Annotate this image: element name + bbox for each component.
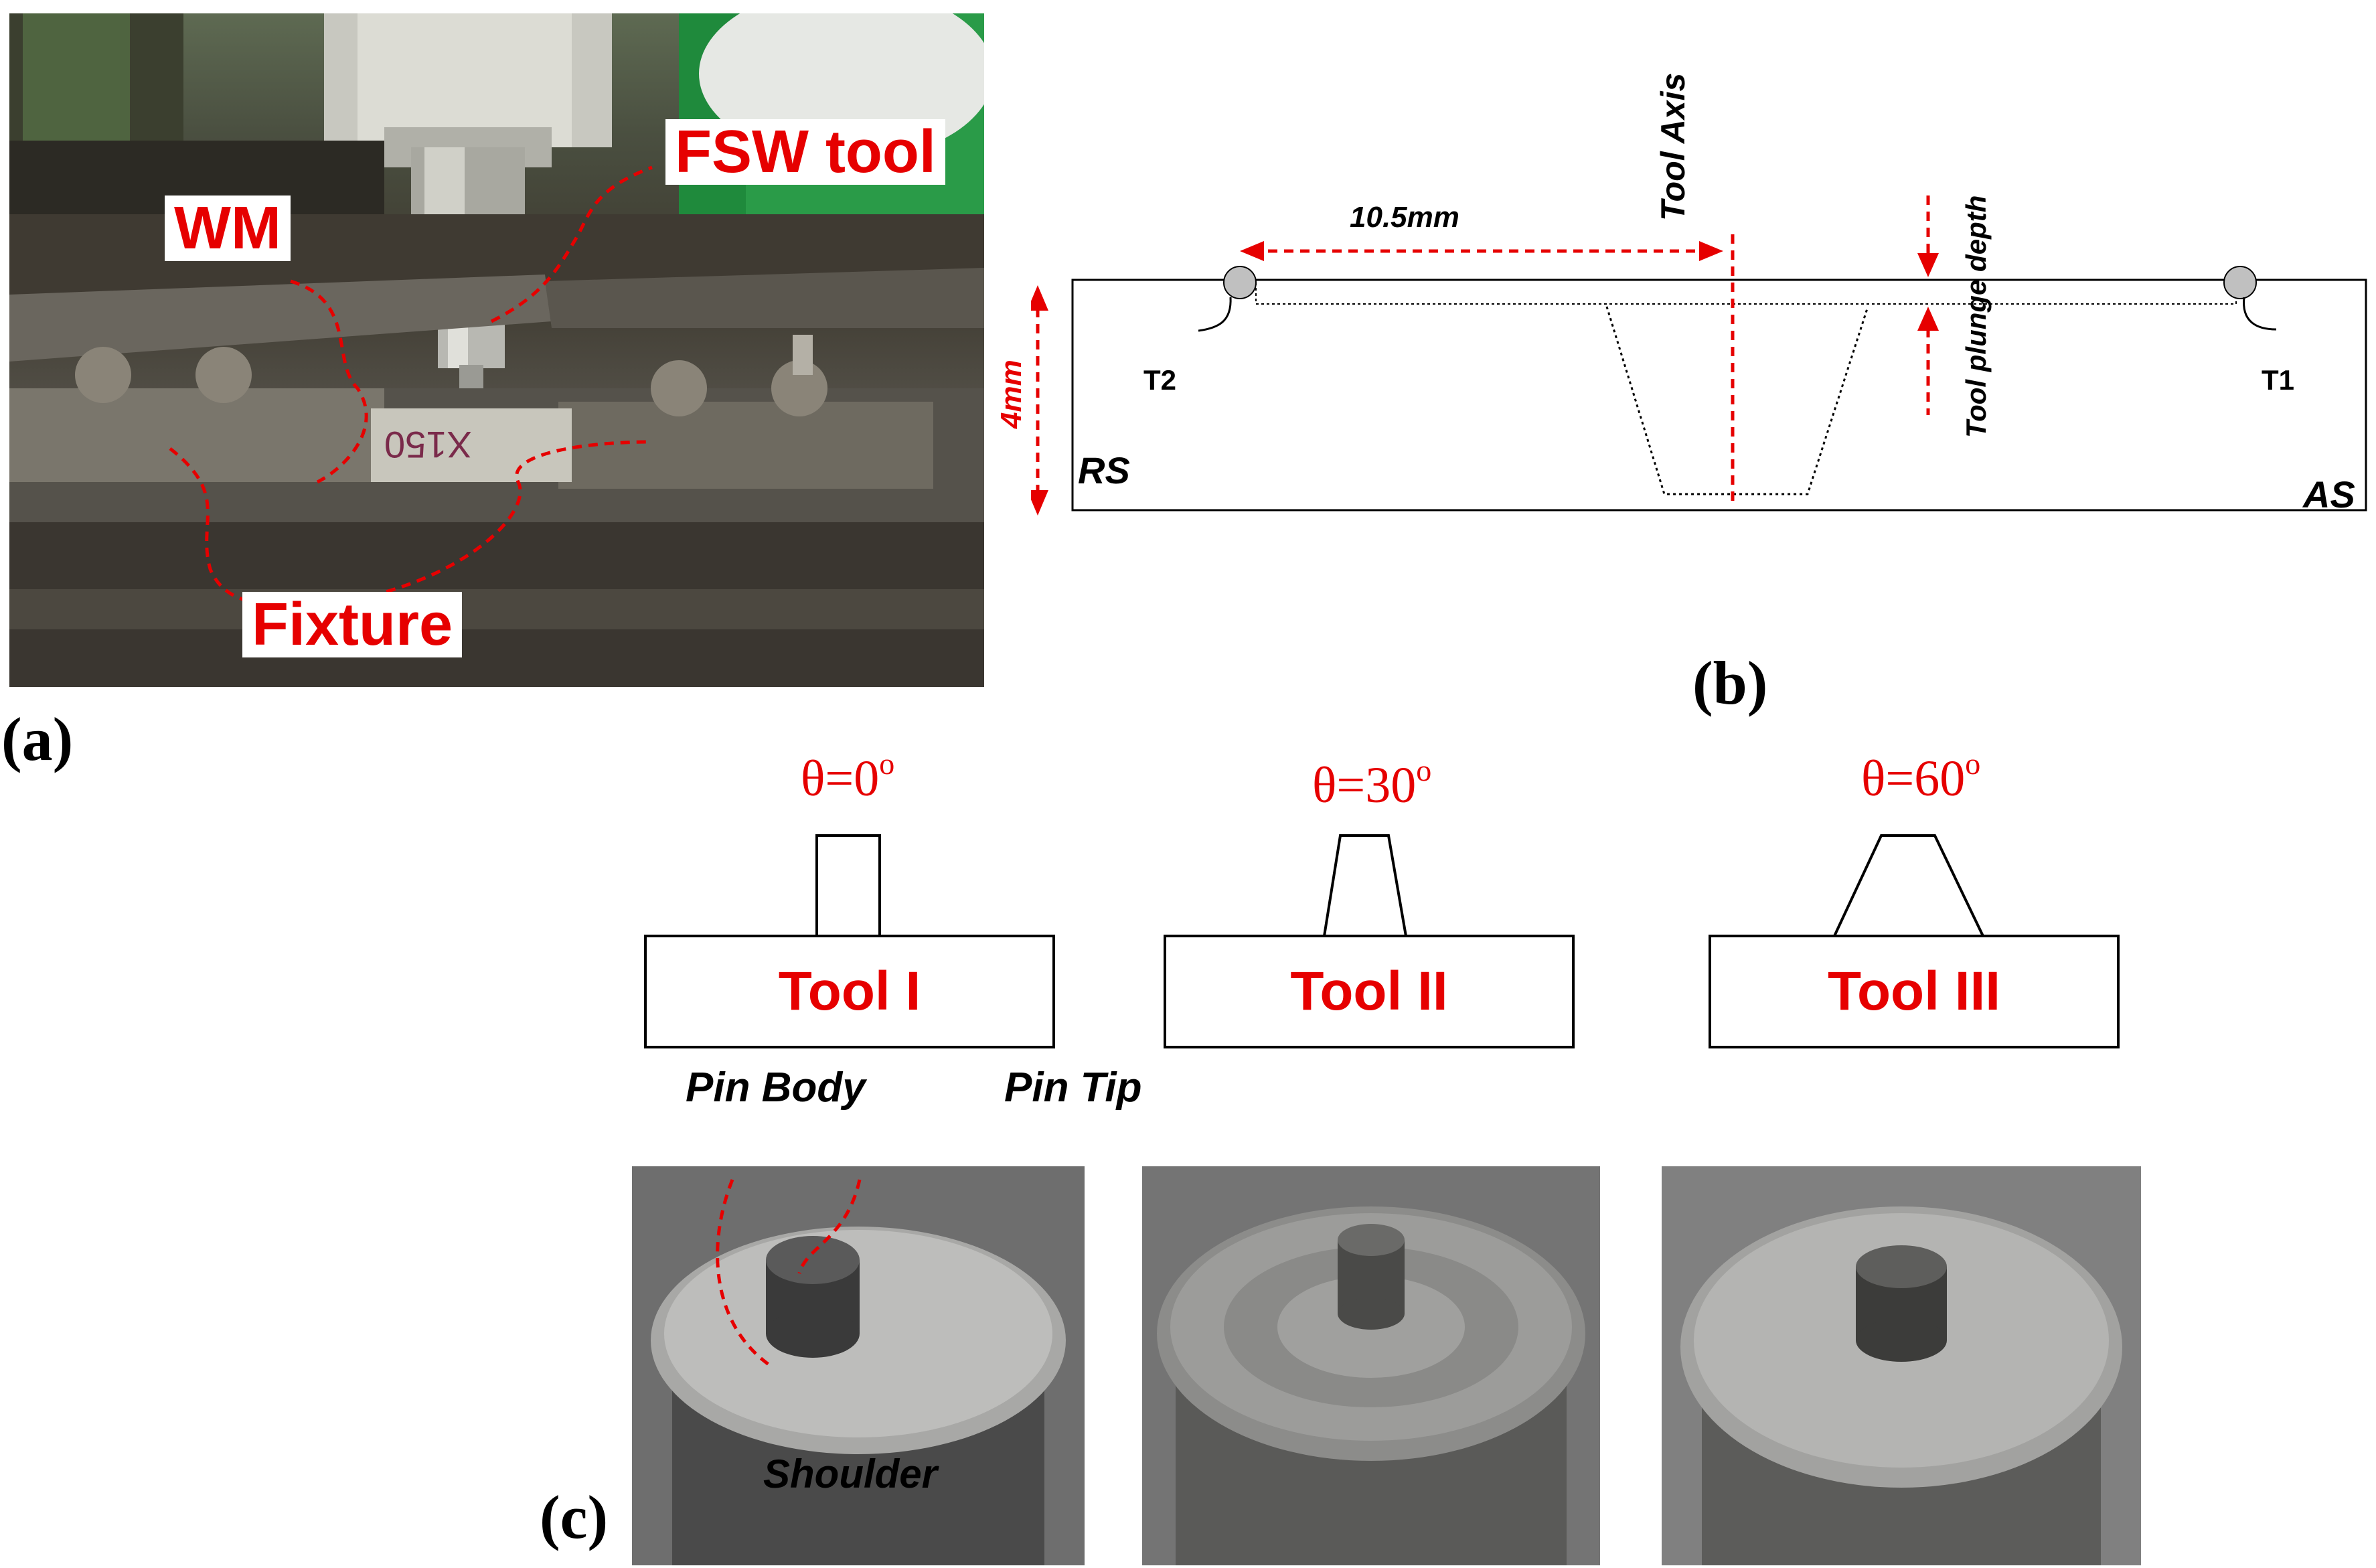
- tool-3-photo: [1662, 1166, 2141, 1565]
- distance-label: 10.5mm: [1350, 201, 1459, 234]
- tool-axis-label: Tool Axis: [1654, 72, 1692, 221]
- tool-3-name: Tool III: [1827, 961, 2001, 1022]
- tool-2-shoulder: [1164, 935, 1575, 1048]
- plunge-zone-outline: [1255, 279, 2237, 305]
- cross-section-diagram: [1031, 195, 2367, 516]
- panel-b-letter: (b): [1692, 649, 1768, 717]
- tool-1-pin: [815, 834, 881, 936]
- fsw-tool-label: FSW tool: [665, 119, 945, 185]
- rs-label: RS: [1078, 449, 1130, 491]
- fsw-machine-illustration: [9, 13, 984, 687]
- fixture-label: Fixture: [242, 592, 463, 657]
- fsw-machine-photo: FSW tool WM Fixture X150: [9, 13, 984, 687]
- pin-profile-outline: [1605, 306, 1869, 495]
- t2-label: T2: [1143, 364, 1177, 396]
- distance-arrow-left: [1240, 241, 1264, 261]
- thickness-arrow-top: [1031, 285, 1048, 311]
- tool-2-name: Tool II: [1290, 961, 1448, 1022]
- as-label: AS: [2303, 473, 2355, 516]
- tool-1-name: Tool I: [778, 961, 921, 1022]
- tool-2-photo: [1142, 1166, 1600, 1565]
- plunge-depth-label: Tool plunge depth: [1960, 195, 1992, 438]
- tool-2-theta: θ=30o: [1312, 753, 1432, 813]
- workpiece-outline: [1071, 279, 2367, 512]
- thermocouple-t2: [1223, 266, 1257, 299]
- t2-leader: [1198, 297, 1232, 332]
- t1-label: T1: [2262, 364, 2295, 396]
- panel-a-letter: (a): [1, 705, 74, 773]
- tool-3-shoulder: [1709, 935, 2120, 1048]
- tool-1-theta: θ=0o: [801, 747, 895, 807]
- tool-3-pin: [1833, 834, 1984, 937]
- thermocouple-t1: [2223, 266, 2257, 299]
- panel-c-letter: (c): [540, 1483, 609, 1551]
- t1-leader: [2243, 297, 2277, 331]
- shoulder-label: Shoulder: [763, 1452, 938, 1496]
- plunge-arrow-top: [1917, 253, 1939, 277]
- tool-1-shoulder: [644, 935, 1055, 1048]
- workpiece-marking: X150: [384, 424, 472, 466]
- tool-1-photo: Shoulder: [632, 1166, 1085, 1565]
- tool-3-theta: θ=60o: [1861, 747, 1981, 807]
- pin-body-label: Pin Body: [686, 1065, 866, 1111]
- tool-2-pin: [1323, 834, 1407, 937]
- wm-label: WM: [165, 195, 291, 261]
- plunge-arrow-bottom: [1917, 307, 1939, 331]
- thickness-arrow-bottom: [1031, 490, 1048, 516]
- pin-tip-label: Pin Tip: [1004, 1065, 1142, 1111]
- thickness-label: 4mm: [995, 360, 1028, 428]
- distance-arrow-right: [1699, 241, 1723, 261]
- tool-profiles-diagram: [644, 834, 2120, 1048]
